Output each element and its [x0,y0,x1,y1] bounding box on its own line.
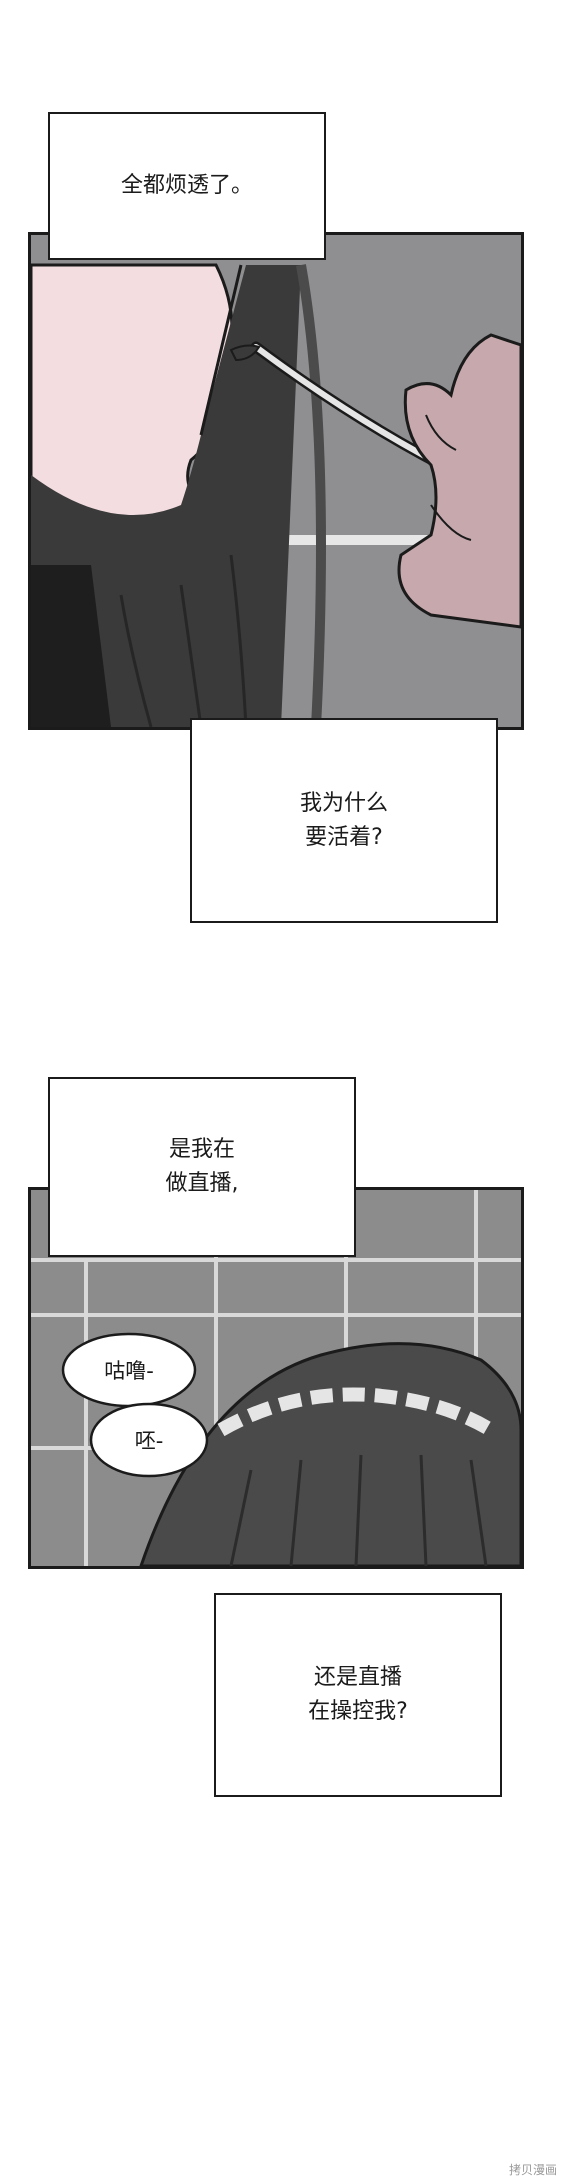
sfx-bubble-1: 咕噜- [61,1332,197,1408]
caption-3-line-2: 做直播, [165,1171,239,1196]
caption-4: 还是直播 在操控我? [214,1593,502,1797]
panel-bathroom: 咕噜- 呸- [28,1187,524,1569]
caption-3: 是我在 做直播, [48,1077,356,1257]
sfx-bubble-2: 呸- [89,1402,209,1478]
caption-2-line-2: 要活着? [305,824,383,850]
panel-smoking [28,232,524,730]
watermark: 拷贝漫画 [508,2163,557,2177]
caption-2-line-1: 我为什么 [299,790,388,816]
bathroom-illustration: 咕噜- 呸- [31,1190,521,1566]
smoking-illustration [31,235,521,727]
caption-1: 全都烦透了。 [48,112,326,260]
caption-2: 我为什么 要活着? [190,718,498,923]
sfx-bubble-1-text: 咕噜- [104,1359,154,1383]
sfx-bubble-2-text: 呸- [135,1429,164,1453]
caption-4-line-2: 在操控我? [308,1699,408,1724]
caption-3-line-1: 是我在 [168,1137,235,1162]
caption-4-line-1: 还是直播 [313,1665,402,1690]
caption-1-text: 全都烦透了。 [120,173,253,198]
